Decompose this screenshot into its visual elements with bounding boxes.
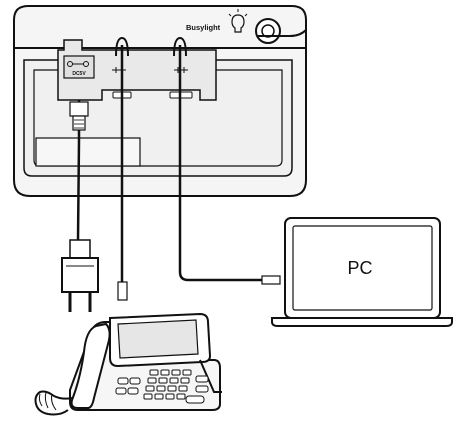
power-plug-head [69,101,89,131]
pc-label: PC [347,258,372,278]
cables [69,36,281,301]
pc-usb-cable [178,45,262,282]
phone-usb-top-loop [115,36,129,57]
phone-keypad [115,369,209,400]
port-recess [57,39,217,101]
phone-coiled-cord [34,390,73,416]
phone-handset [70,322,111,409]
dc-port: DC5V [63,55,95,79]
desk-phone [34,312,222,416]
dc-port-label: DC5V [72,71,86,77]
phone-screen [117,319,199,359]
lightbulb-icon [228,9,248,33]
base-device: DC5V Busylight [13,5,307,197]
device-inner-panel-line [33,69,283,167]
phone-usb-plug [117,281,128,301]
pc-laptop: PC [271,217,453,327]
phone-nav-key [185,395,205,404]
device-label-plate [35,137,141,167]
power-button-icon [255,18,281,44]
pc-usb-plug [261,275,281,285]
power-adapter [61,239,99,312]
pc-usb-top-loop [173,36,187,57]
busylight-cord [258,29,307,37]
busylight-label: Busylight [186,23,221,32]
power-cable [76,100,81,241]
